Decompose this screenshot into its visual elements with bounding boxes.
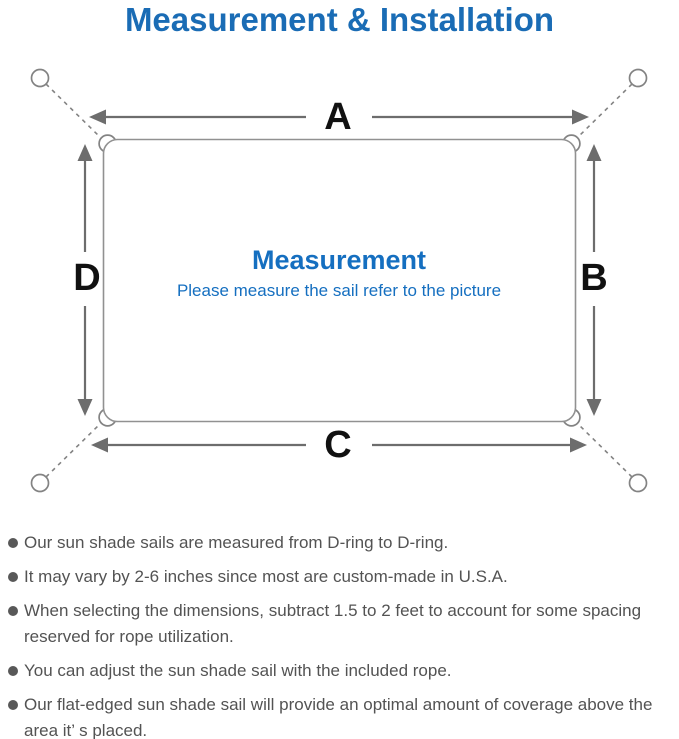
arrow-a [89,109,589,125]
page-title: Measurement & Installation [124,1,555,38]
anchor-ring-icon [628,473,648,493]
rope-dashed-line [576,83,633,139]
note-item: It may vary by 2-6 inches since most are… [2,564,670,590]
note-item: Our flat-edged sun shade sail will provi… [2,692,670,739]
note-item: When selecting the dimensions, subtract … [2,598,670,650]
bullet-dot-icon [8,666,18,676]
sail-outline [102,138,577,423]
anchor-ring-icon [30,68,50,88]
note-text: It may vary by 2-6 inches since most are… [24,567,508,586]
anchor-ring-icon [30,473,50,493]
rope-dashed-line [45,422,102,478]
anchor-ring-icon [628,68,648,88]
bullet-dot-icon [8,572,18,582]
note-text: When selecting the dimensions, subtract … [24,601,642,646]
bullet-dot-icon [8,700,18,710]
diagram-center-text: Measurement Please measure the sail refe… [103,244,575,303]
dimension-label-d: D [73,257,101,299]
notes-list: Our sun shade sails are measured from D-… [2,530,670,739]
note-text: Our flat-edged sun shade sail will provi… [24,695,653,739]
arrow-d [77,144,93,416]
note-text: Our sun shade sails are measured from D-… [24,533,449,552]
diagram-center-title: Measurement [251,245,427,275]
note-text: You can adjust the sun shade sail with t… [24,661,452,680]
note-item: You can adjust the sun shade sail with t… [2,658,670,684]
dimension-label-a: A [324,96,352,138]
note-item: Our sun shade sails are measured from D-… [2,530,670,556]
rope-dashed-line [576,422,633,478]
dimension-label-b: B [580,257,608,299]
diagram-center-subtitle: Please measure the sail refer to the pic… [176,281,502,300]
arrow-b [586,144,602,416]
arrow-c [91,437,587,453]
rope-dashed-line [45,83,102,139]
dimension-label-c: C [324,424,352,466]
bullet-dot-icon [8,606,18,616]
bullet-dot-icon [8,538,18,548]
